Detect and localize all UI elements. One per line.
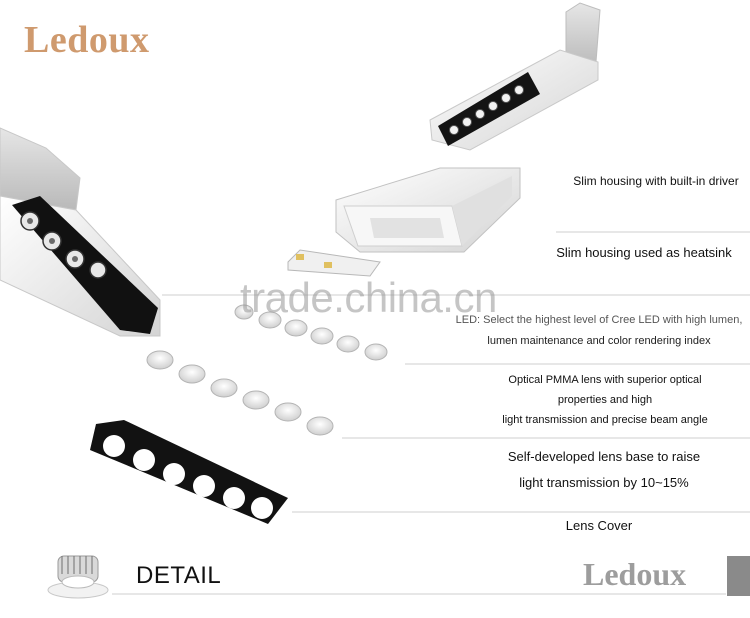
led-board <box>287 249 381 277</box>
lens-base-row <box>234 304 388 361</box>
footer-accent-block <box>727 556 750 596</box>
downlight-thumbnail <box>47 555 109 599</box>
fixture-top-right <box>429 2 601 151</box>
leader-lines <box>112 231 750 595</box>
lens-cover <box>90 420 288 524</box>
feature-label-cover: Lens Cover <box>565 518 633 533</box>
feature-label-lens-base: Self-developed lens base to raise light … <box>507 449 701 490</box>
feature-label-heatsink: Slim housing used as heatsink <box>556 245 732 260</box>
section-title-detail: DETAIL <box>136 562 222 589</box>
pmma-lens-row <box>146 350 334 436</box>
fixture-left <box>0 127 161 337</box>
watermark: trade.china.cn <box>240 274 497 321</box>
feature-label-lens: Optical PMMA lens with superior optical … <box>502 374 708 426</box>
feature-label-led: LED: Select the highest level of Cree LE… <box>455 314 743 347</box>
brand-logo-top: Ledoux <box>24 19 150 61</box>
brand-logo-bottom: Ledoux <box>583 556 687 592</box>
feature-label-driver: Slim housing with built-in driver <box>573 174 739 188</box>
heatsink-housing <box>335 167 521 253</box>
